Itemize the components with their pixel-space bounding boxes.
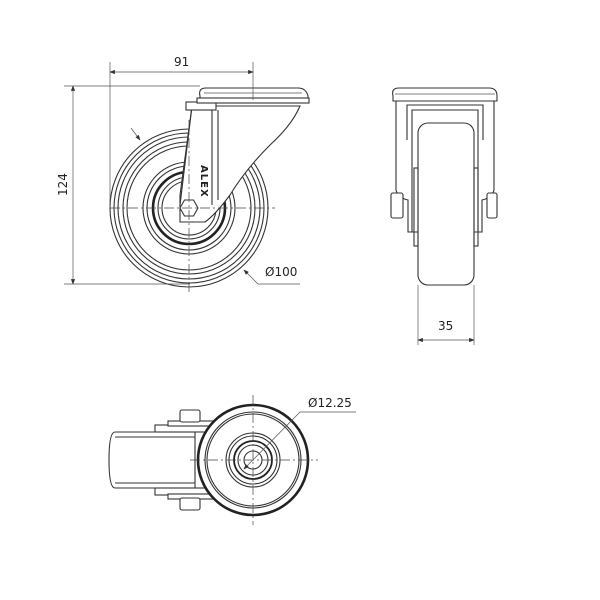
- axle-nut-right: [486, 192, 498, 219]
- bore-diameter-dimension: Ø12.25: [308, 396, 352, 410]
- wheel-width-dimension: 35: [438, 319, 453, 333]
- height-dimension: 124: [56, 173, 70, 196]
- swivel-fork: [179, 101, 301, 223]
- front-view: ALEX 91 124 Ø100: [56, 55, 310, 292]
- wheel-diameter-dimension: Ø100: [265, 265, 297, 279]
- side-view: 35: [390, 87, 498, 345]
- svg-text:ALEX: ALEX: [198, 165, 209, 198]
- top-plate: [196, 87, 310, 104]
- width-dimension: 91: [174, 55, 189, 69]
- bolt-nut-bottom: [179, 497, 201, 511]
- axle-nut-left: [390, 192, 404, 219]
- alex-logo: ALEX: [198, 165, 209, 198]
- bolt-head-top: [179, 409, 201, 423]
- bottom-view: Ø12.25: [108, 395, 356, 525]
